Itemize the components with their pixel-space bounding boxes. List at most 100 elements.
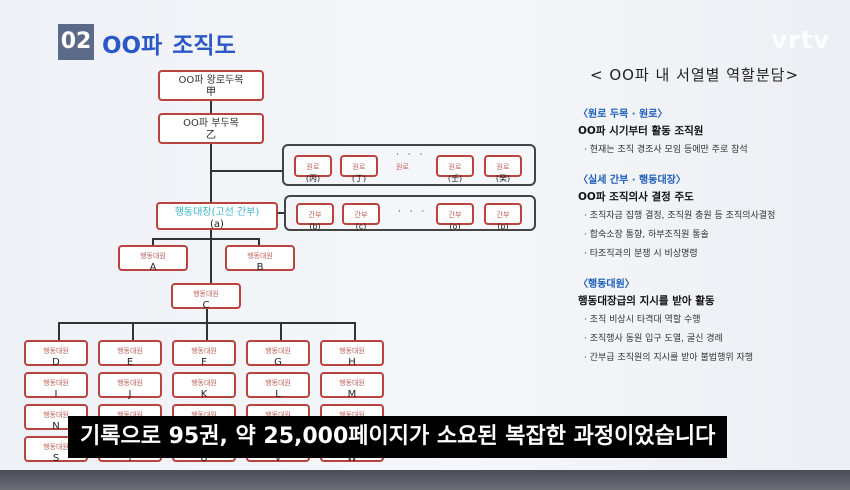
section-item: · 조직행사 동원 입구 도열, 굴신 경례 (584, 334, 723, 344)
org-box-member: 행동대원 F (172, 340, 236, 368)
org-box-leader: 행동대장(고선 간부) (a) (156, 202, 278, 230)
box-name: (癸) (495, 174, 511, 183)
box-name: E (126, 357, 134, 368)
box-name: L (275, 389, 281, 400)
box-role: 행동대원 (339, 411, 365, 419)
connector-line (210, 238, 212, 284)
box-name: D (52, 357, 60, 368)
box-role: 행동대원 (339, 347, 365, 355)
connector-line (210, 170, 282, 172)
box-name: T (126, 453, 134, 464)
box-role: 행동대원 (43, 411, 69, 419)
elder-group: 원로 (丙) 원로 (丁) · · · 원로 원로 (壬) 원로 (癸) (282, 144, 536, 186)
panel-title: < OO파 내 서열별 역할분담> (590, 66, 800, 84)
box-role: 원로 (352, 163, 366, 171)
box-role: 행동대원 (247, 252, 273, 260)
box-role: 간부 (354, 211, 368, 219)
box-role: 행동대원 (191, 347, 217, 355)
connector-line (206, 322, 208, 342)
box-name: 乙 (206, 130, 216, 141)
box-name: C (202, 300, 210, 311)
section-number-box: 02 (58, 24, 94, 60)
org-box-boss: OO파 왕로두목 甲 (158, 70, 264, 101)
connector-line (132, 322, 134, 342)
title-org: OO파 (102, 33, 163, 59)
connector-line (210, 100, 212, 114)
box-role: 행동대원 (117, 379, 143, 387)
connector-line (280, 322, 282, 342)
slide-title: OO파 조직도 (102, 26, 236, 60)
org-box-executive: 간부 (o) (436, 203, 474, 231)
box-name: (壬) (447, 174, 463, 183)
connector-line (152, 238, 260, 240)
presentation-slide: 02 OO파 조직도 vrtv OO파 왕로두목 甲 OO파 부두목 乙 원로 (… (0, 0, 850, 470)
panel-section-executives: 〈실세 간부 · 행동대장〉 OO파 조직의사 결정 주도 · 조직자금 집행 … (578, 171, 838, 259)
section-item: · 간부급 조직원의 지시를 받아 불법행위 자행 (584, 353, 754, 363)
box-role: 원로 (496, 163, 510, 171)
section-item: · 합숙소장 통향, 하부조직원 통솔 (584, 230, 709, 240)
section-head: 〈행동대원〉 (578, 279, 635, 290)
org-box-executive: 간부 (p) (484, 203, 522, 231)
panel-section-members: 〈행동대원〉 행동대장급의 지시를 받아 활동 · 조직 비상시 타격대 역할 … (578, 275, 838, 363)
video-subtitle: 기록으로 95권, 약 25,000페이지가 소요된 복잡한 과정이었습니다 (68, 416, 728, 458)
ellipsis-label: 원로 (396, 163, 409, 171)
box-role: 행동대원 (265, 411, 291, 419)
title-chart: 조직도 (172, 33, 236, 59)
org-box-member-c: 행동대원 C (171, 283, 241, 311)
org-box-member: 행동대원 H (320, 340, 384, 368)
box-role: 간부 (496, 211, 510, 219)
org-box-elder: 원로 (癸) (484, 155, 522, 183)
box-role: 행동대원 (43, 379, 69, 387)
box-name: B (256, 262, 264, 273)
section-subtitle: 행동대장급의 지시를 받아 활동 (578, 295, 715, 307)
box-name: U (200, 453, 208, 464)
box-name: (c) (355, 222, 367, 231)
box-name: 甲 (206, 87, 216, 98)
executive-group: 간부 (b) 간부 (c) · · · 간부 (o) 간부 (p) (284, 195, 536, 231)
org-box-elder: 원로 (丁) (340, 155, 378, 183)
box-name: G (274, 357, 282, 368)
section-number: 02 (60, 29, 92, 54)
box-role: OO파 왕로두목 (178, 75, 244, 86)
box-name: I (54, 389, 58, 400)
org-box-vice: OO파 부두목 乙 (158, 113, 264, 144)
section-subtitle: OO파 시기부터 활동 조직원 (578, 125, 704, 137)
connector-line (278, 212, 286, 214)
connector-line (58, 322, 60, 342)
broadcaster-watermark: vrtv (771, 26, 830, 54)
box-name: (b) (309, 222, 321, 231)
box-role: 행동대원 (140, 252, 166, 260)
box-role: 행동대원 (193, 290, 219, 298)
box-name: N (52, 421, 60, 432)
box-name: (丁) (351, 174, 367, 183)
box-role: 행동대장(고선 간부) (174, 207, 260, 218)
ellipsis: · · · (396, 150, 426, 160)
role-panel: < OO파 내 서열별 역할분담> 〈원로 두목 · 원로〉 OO파 시기부터 … (578, 64, 838, 379)
org-box-executive: 간부 (b) (296, 203, 334, 231)
box-name: H (348, 357, 356, 368)
connector-line (206, 308, 208, 322)
box-name: W (347, 453, 357, 464)
box-role: OO파 부두목 (183, 118, 239, 129)
box-name: J (128, 389, 132, 400)
panel-section-elders: 〈원로 두목 · 원로〉 OO파 시기부터 활동 조직원 · 현재는 조직 경조… (578, 105, 838, 155)
section-item: · 타조직과의 분쟁 시 비상명령 (584, 249, 698, 259)
box-name: A (149, 262, 157, 273)
screen-bezel (0, 470, 850, 490)
connector-line (210, 144, 212, 204)
connector-line (258, 238, 260, 246)
box-name: V (274, 453, 282, 464)
box-name: S (52, 453, 60, 464)
box-role: 간부 (448, 211, 462, 219)
box-name: F (201, 357, 207, 368)
box-role: 행동대원 (191, 379, 217, 387)
box-name: (p) (497, 222, 509, 231)
box-role: 행동대원 (265, 347, 291, 355)
box-name: K (200, 389, 208, 400)
connector-line (152, 238, 154, 246)
box-name: (o) (449, 222, 461, 231)
